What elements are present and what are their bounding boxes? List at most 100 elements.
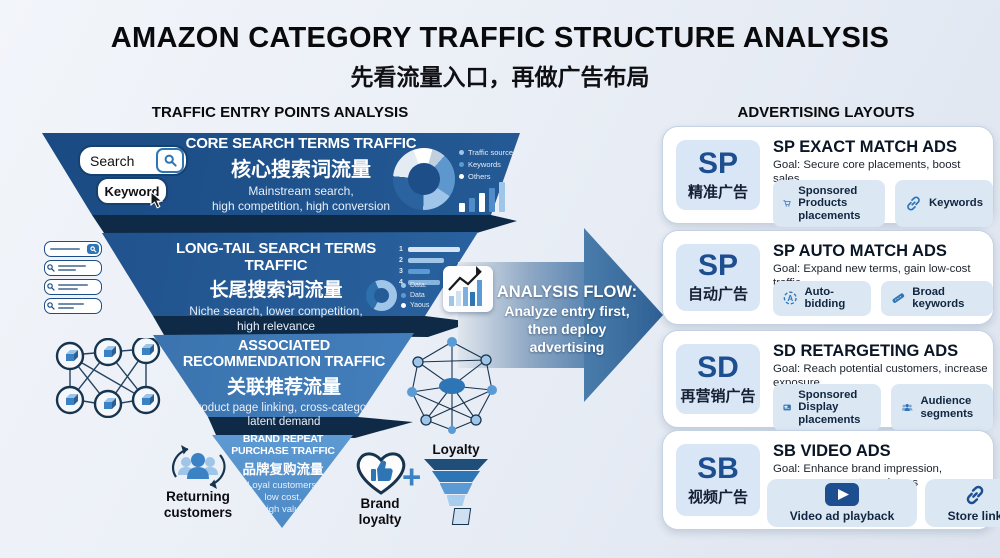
chip-label: Sponsored Products placements [798,185,861,222]
tier1-title-zh: 核心搜索词流量 [231,159,371,181]
search-input-value: Search [90,152,135,169]
plus-sign: + [402,458,422,495]
legend-label: Yaous [410,302,430,309]
ad-badge-code: SP [697,146,739,180]
search-icon [47,264,55,272]
loyalty-funnel-icon [421,459,491,525]
ad-badge-code: SP [697,249,739,282]
right-section-heading: ADVERTISING LAYOUTS [737,104,915,121]
chip-keywords[interactable]: Keywords [895,180,993,228]
association-network-icon [404,334,500,436]
legend-label: Data: [410,282,427,289]
tier2-title-zh: 长尾搜索词流量 [209,280,343,301]
keyword-button-label: Keyword [104,183,160,199]
chip-label: Auto-bidding [804,286,846,311]
brush-icon [892,293,904,304]
rank-number: 2 [399,257,403,264]
chip-broad-keywords[interactable]: Broad keywords [880,281,993,316]
ad-card-sd-retargeting: SD 再营销广告 SD RETARGETING ADS Goal: Reach … [662,330,994,432]
search-button[interactable] [156,148,184,173]
ad-badge-zh: 再营销广告 [680,387,756,405]
returning-customers-label: Returning customers [163,489,233,520]
chip-label: Sponsored Display placements [798,389,861,426]
page-subtitle: 先看流量入口，再做广告布局 [350,64,650,90]
returning-customers-icon [166,443,230,491]
search-bar-row [44,279,102,295]
chip-label: Video ad playback [789,509,895,523]
legend-dot [401,293,406,298]
legend-label: Traffic source [468,148,514,157]
play-icon [825,483,859,506]
brand-loyalty-label: Brand loyalty [358,496,402,527]
search-icon [87,244,99,254]
legend-dot [459,150,464,155]
legend-label: Others [468,172,491,181]
tier3-text: ASSOCIATED RECOMMENDATION TRAFFIC 关联推荐流量… [168,338,400,430]
legend-dot [401,283,406,288]
auto-bidding-icon: A [783,291,797,305]
chip-store-link[interactable]: Store link [925,479,1000,527]
cursor-icon [150,192,165,209]
funnel-sheet [451,508,471,525]
legend-dot [459,174,464,179]
chip-auto-bidding[interactable]: A Auto-bidding [773,281,871,316]
product-linking-network-icon [52,338,166,418]
tier4-text: BRAND REPEAT PURCHASE TRAFFIC 品牌复购流量 Loy… [217,433,349,516]
rank-number: 3 [399,268,403,275]
ad-card-sb-video: SB 视频广告 SB VIDEO ADS Goal: Enhance brand… [662,430,1000,530]
search-bar-row [44,298,102,314]
chip-sponsored-products[interactable]: Sponsored Products placements [773,180,885,228]
tier2-donut-legend: Data: Data Yaous [401,282,429,309]
funnel-shadow-3 [208,417,413,438]
ad-badge: SD 再营销广告 [676,344,760,414]
analysis-flow-text: ANALYSIS FLOW: Analyze entry first, then… [482,283,652,357]
tier1-desc: Mainstream search, high competition, hig… [211,184,391,213]
analysis-flow-line: then deploy [527,321,607,338]
ad-badge: SB 视频广告 [676,444,760,516]
ad-badge-zh: 视频广告 [687,488,748,506]
tier4-desc: Loyal customers, low cost, high value [247,480,319,515]
ad-badge-code: SD [697,350,739,384]
tier2-ranked-list-chart: 1 2 3 4 [399,246,460,286]
link-icon [907,196,920,211]
rank-number: 4 [399,279,403,286]
chip-sponsored-display[interactable]: Sponsored Display placements [773,384,882,432]
search-bar-row [44,260,102,276]
chip-video-playback[interactable]: Video ad playback [767,479,917,527]
legend-dot [401,303,406,308]
analysis-flow-line: Analyze entry first, [504,303,630,319]
legend-label: Data [410,292,425,299]
ad-card-title: SB VIDEO ADS [773,442,891,460]
tier2-desc: Niche search, lower competition, high re… [189,304,363,333]
growth-chart-icon [443,266,493,312]
funnel-shadow-1 [92,215,517,235]
ad-badge-code: SB [697,451,739,485]
tier2-text: LONG-TAIL SEARCH TERMS TRAFFIC 长尾搜索词流量 N… [150,240,402,334]
chip-label: Audience segments [920,395,974,420]
chip-audience-segments[interactable]: Audience segments [891,384,993,432]
legend-dot [459,162,464,167]
ad-card-sp-auto: SP 自动广告 SP AUTO MATCH ADS Goal: Expand n… [662,230,994,325]
audience-icon [901,404,913,412]
search-suggestions-illustration [44,241,102,317]
search-icon [47,302,55,310]
tier3-desc: Product page linking, cross-category, la… [189,401,379,429]
chip-label: Broad keywords [912,286,965,311]
analysis-flow-line: advertising [529,339,605,356]
search-input[interactable]: Search [78,145,188,176]
tier1-mini-bar-chart [459,181,519,212]
left-section-heading: TRAFFIC ENTRY POINTS ANALYSIS [151,104,409,121]
funnel-shadow-2 [153,316,473,337]
tier4-title: BRAND REPEAT PURCHASE TRAFFIC [231,433,335,458]
cart-icon [783,200,791,207]
legend-label: Keywords [468,160,501,169]
ad-card-title: SP EXACT MATCH ADS [773,138,957,156]
ad-badge-zh: 自动广告 [687,286,748,303]
chip-label: Store link [947,508,1000,523]
display-icon [783,404,791,411]
tier1-title: CORE SEARCH TERMS TRAFFIC [185,135,417,152]
search-icon [47,283,55,291]
search-bar-row [44,241,102,257]
chip-label: Keywords [929,197,983,210]
svg-text:A: A [787,294,793,303]
